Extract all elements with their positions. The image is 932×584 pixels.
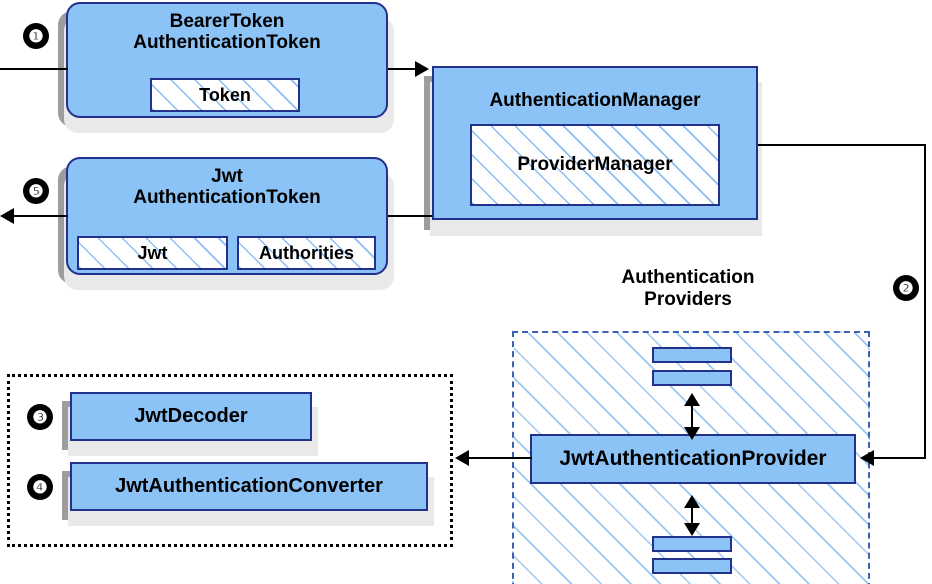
arrowhead-provider-up-top — [684, 393, 700, 406]
connector-manager-to-provider-vertical — [924, 144, 926, 459]
inner-box-token-label: Token — [199, 84, 251, 105]
bearer-token-title-line2: AuthenticationToken — [133, 32, 321, 54]
arrowhead-provider-down-top — [684, 427, 700, 440]
jwt-decoder-label: JwtDecoder — [134, 405, 248, 428]
inner-box-authorities-label: Authorities — [258, 242, 354, 263]
jwt-token-title: Jwt AuthenticationToken — [133, 166, 321, 209]
connector-request-in — [0, 68, 68, 70]
inner-box-jwt-label: Jwt — [137, 242, 168, 263]
connector-provider-vertical-top — [691, 396, 693, 436]
jwt-token-title-line2: AuthenticationToken — [133, 187, 321, 209]
node-jwt-authentication-provider[interactable]: JwtAuthenticationProvider — [530, 434, 856, 484]
connector-manager-to-jwt-token — [388, 215, 432, 217]
jwt-authentication-provider-label: JwtAuthenticationProvider — [559, 447, 827, 471]
step-badge-4: ❹ — [27, 474, 53, 500]
provider-stub-bar-bottom-2 — [652, 558, 732, 574]
authentication-manager-title: AuthenticationManager — [489, 90, 701, 111]
connector-provider-to-support — [468, 457, 532, 459]
arrowhead-provider-up-bottom — [684, 495, 700, 508]
arrowhead-provider-down-bottom — [684, 523, 700, 536]
node-jwt-decoder[interactable]: JwtDecoder — [70, 392, 312, 441]
node-jwt-authentication-converter[interactable]: JwtAuthenticationConverter — [70, 462, 428, 511]
authentication-providers-label-line2: Providers — [644, 288, 732, 310]
step-badge-5: ❺ — [23, 178, 49, 204]
bearer-token-title: BearerToken AuthenticationToken — [133, 11, 321, 54]
inner-box-provider-manager[interactable]: ProviderManager — [470, 124, 720, 206]
arrowhead-provider-to-support — [455, 450, 469, 466]
bearer-token-title-line1: BearerToken — [169, 11, 285, 32]
step-badge-1: ❶ — [23, 23, 49, 49]
provider-stub-bar-top-1 — [652, 347, 732, 363]
arrowhead-response-out — [0, 208, 14, 224]
inner-box-authorities[interactable]: Authorities — [237, 236, 376, 270]
jwt-token-title-line1: Jwt — [211, 166, 243, 187]
connector-manager-to-provider-top — [758, 144, 926, 146]
authentication-providers-label: Authentication Providers — [562, 267, 814, 310]
jwt-authentication-converter-label: JwtAuthenticationConverter — [115, 475, 383, 498]
provider-stub-bar-top-2 — [652, 370, 732, 386]
inner-box-token[interactable]: Token — [150, 78, 300, 112]
arrowhead-manager-to-provider — [860, 450, 874, 466]
connector-manager-to-provider-bottom — [872, 457, 926, 459]
step-badge-3: ❸ — [27, 404, 53, 430]
provider-stub-bar-bottom-1 — [652, 536, 732, 552]
connector-response-out — [14, 215, 68, 217]
connector-provider-vertical-bottom — [691, 498, 693, 534]
connector-bearer-to-manager — [388, 68, 418, 70]
inner-box-jwt[interactable]: Jwt — [77, 236, 228, 270]
arrowhead-bearer-to-manager — [415, 61, 429, 77]
support-components-container — [7, 374, 453, 547]
authentication-providers-label-line1: Authentication — [621, 267, 755, 288]
step-badge-2: ❷ — [893, 275, 919, 301]
inner-box-provider-manager-label: ProviderManager — [517, 154, 673, 175]
